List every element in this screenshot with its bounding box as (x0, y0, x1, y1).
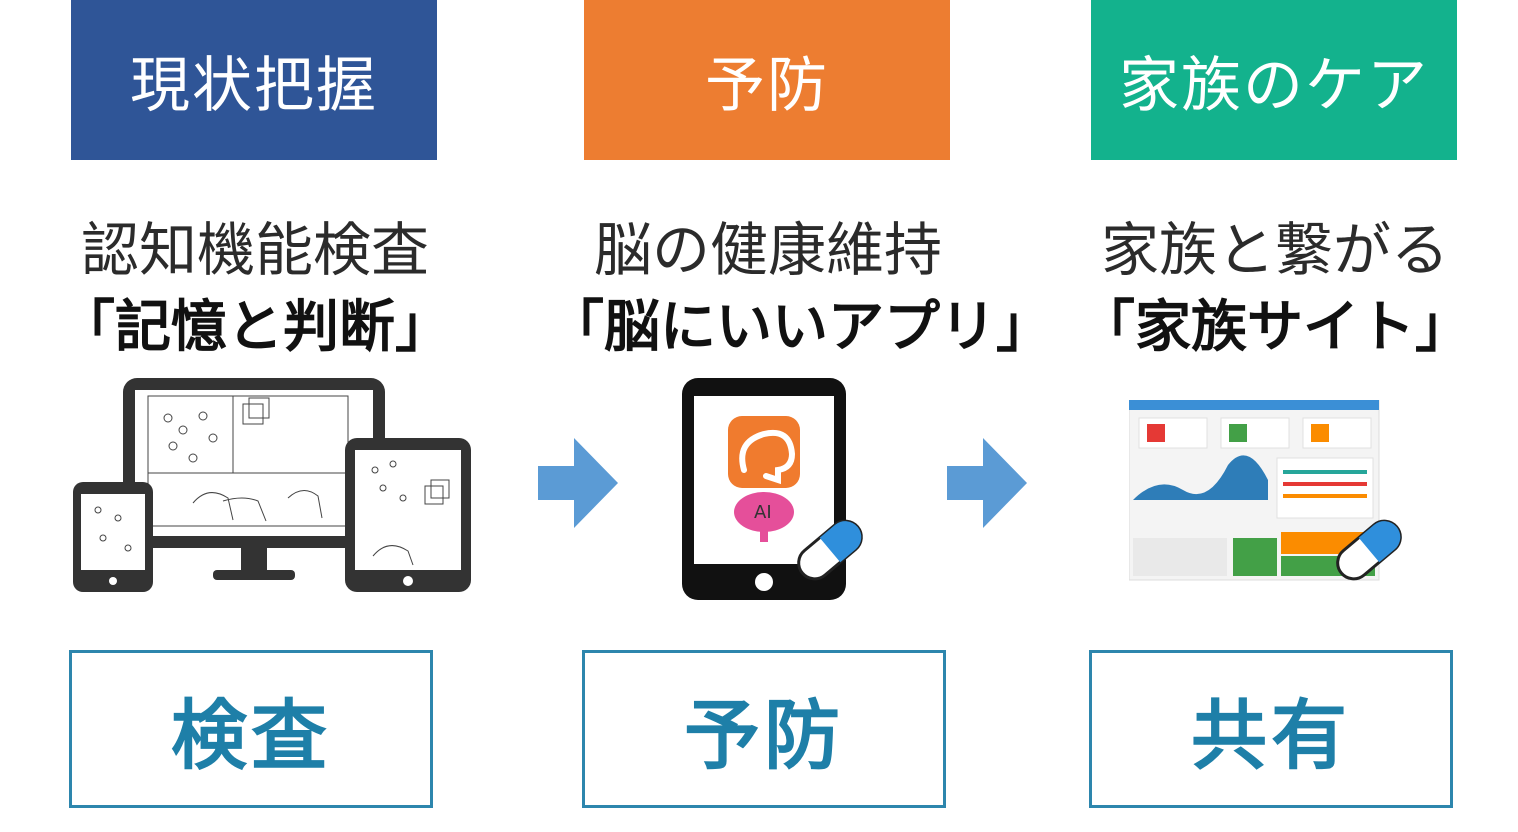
tablet-brain-app-icon: AI (682, 378, 863, 600)
label-family-care: 共有 (1089, 650, 1453, 808)
column-family-care: 家族のケア 家族と繋がる 「家族サイト」 共有 (1079, 0, 1471, 832)
header-prevention: 予防 (584, 0, 950, 160)
subtitle-family-care: 家族と繋がる (1100, 216, 1449, 284)
label-prevention: 予防 (582, 650, 946, 808)
arrow-right-icon (947, 438, 1027, 528)
devices-test-sheet-icon (73, 378, 471, 592)
subtitle-prevention: 脳の健康維持 (593, 216, 942, 284)
column-assessment: 現状把握 認知機能検査 「記憶と判断」 (59, 0, 471, 832)
product-family-care: 「家族サイト」 (1079, 295, 1471, 360)
product-prevention: 「脳にいいアプリ」 (548, 295, 1052, 360)
subtitle-assessment: 認知機能検査 (80, 216, 429, 284)
arrow-right-icon (538, 438, 618, 528)
label-assessment: 検査 (69, 650, 433, 808)
product-assessment: 「記憶と判断」 (59, 295, 451, 360)
header-family-care: 家族のケア (1091, 0, 1457, 160)
dashboard-site-icon (1129, 400, 1402, 581)
ai-label: AI (754, 502, 772, 523)
column-prevention: 予防 脳の健康維持 「脳にいいアプリ」 AI 予防 (548, 0, 1052, 832)
header-assessment: 現状把握 (71, 0, 437, 160)
